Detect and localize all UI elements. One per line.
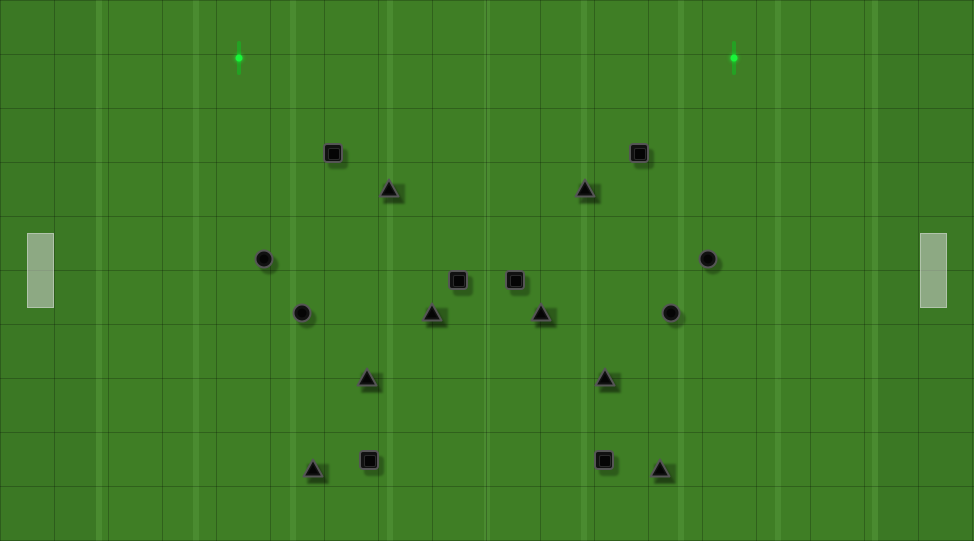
triangle-player-token[interactable] bbox=[356, 367, 383, 393]
triangle-player-token[interactable] bbox=[421, 302, 448, 328]
circle-player-token[interactable] bbox=[254, 249, 279, 275]
circle-token-icon bbox=[292, 303, 312, 323]
square-token-icon bbox=[629, 143, 649, 163]
triangle-token-icon bbox=[356, 367, 378, 387]
triangle-player-token[interactable] bbox=[574, 178, 601, 204]
square-token-icon bbox=[594, 450, 614, 470]
circle-player-token[interactable] bbox=[292, 303, 317, 329]
square-player-token[interactable] bbox=[359, 450, 384, 476]
triangle-token-icon bbox=[530, 302, 552, 322]
left-marker[interactable] bbox=[235, 41, 243, 75]
square-player-token[interactable] bbox=[629, 143, 654, 169]
triangle-player-token[interactable] bbox=[594, 367, 621, 393]
circle-player-token[interactable] bbox=[661, 303, 686, 329]
triangle-player-token[interactable] bbox=[378, 178, 405, 204]
right-goal bbox=[920, 233, 947, 308]
square-player-token[interactable] bbox=[505, 270, 530, 296]
circle-token-icon bbox=[698, 249, 718, 269]
square-token-icon bbox=[505, 270, 525, 290]
left-goal bbox=[27, 233, 54, 308]
square-token-icon bbox=[448, 270, 468, 290]
circle-player-token[interactable] bbox=[698, 249, 723, 275]
square-token-icon bbox=[323, 143, 343, 163]
square-token-icon bbox=[359, 450, 379, 470]
right-marker[interactable] bbox=[730, 41, 738, 75]
circle-token-icon bbox=[661, 303, 681, 323]
triangle-token-icon bbox=[302, 458, 324, 478]
triangle-player-token[interactable] bbox=[530, 302, 557, 328]
triangle-token-icon bbox=[378, 178, 400, 198]
triangle-token-icon bbox=[574, 178, 596, 198]
square-player-token[interactable] bbox=[323, 143, 348, 169]
circle-token-icon bbox=[254, 249, 274, 269]
square-player-token[interactable] bbox=[448, 270, 473, 296]
triangle-player-token[interactable] bbox=[649, 458, 676, 484]
triangle-token-icon bbox=[421, 302, 443, 322]
triangle-player-token[interactable] bbox=[302, 458, 329, 484]
square-player-token[interactable] bbox=[594, 450, 619, 476]
triangle-token-icon bbox=[649, 458, 671, 478]
triangle-token-icon bbox=[594, 367, 616, 387]
